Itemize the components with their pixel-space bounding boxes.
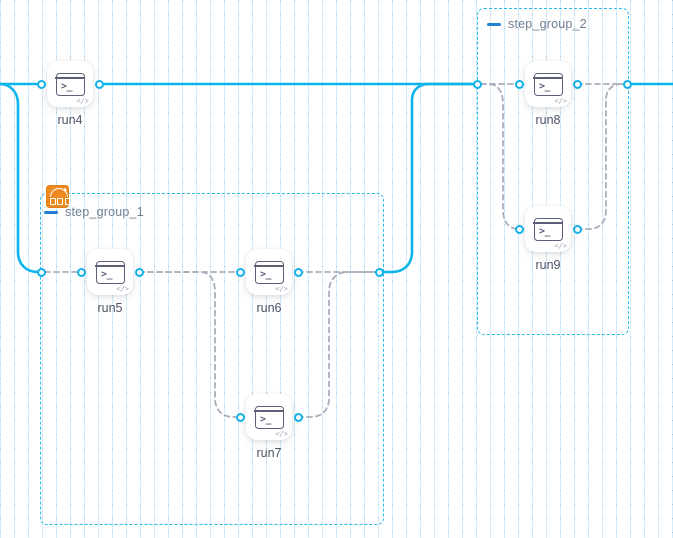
terminal-icon: >_ [54,72,86,96]
port-run9-out[interactable] [572,224,582,234]
node-run4[interactable]: >_ </> run4 [47,61,93,127]
port-run4-out[interactable] [94,79,104,89]
port-run6-out[interactable] [293,267,303,277]
code-icon: </> [554,242,567,250]
port-stepgroup1-out[interactable] [374,267,384,277]
group-step-group-1[interactable] [40,193,384,525]
port-run6-in[interactable] [235,267,245,277]
group-step-group-2[interactable] [477,8,629,335]
node-run8[interactable]: >_ </> run8 [525,61,571,127]
edge-stepgroup1-stepgroup2 [377,82,479,274]
node-run7[interactable]: >_ </> run7 [246,394,292,460]
node-run9[interactable]: >_ </> run9 [525,206,571,272]
edge-run9-sg2out [576,83,628,230]
edge-run5-run7 [138,271,241,418]
minus-icon[interactable] [487,22,501,26]
terminal-icon: >_ [532,217,564,241]
node-card[interactable]: >_ </> [87,249,133,295]
port-run8-in[interactable] [514,79,524,89]
terminal-prompt-glyph: >_ [61,80,73,92]
terminal-icon: >_ [253,405,285,429]
terminal-icon: >_ [253,260,285,284]
badge-arc [49,188,68,197]
port-run4-in[interactable] [36,79,46,89]
node-card[interactable]: >_ </> [246,249,292,295]
step-functions-badge-icon [46,185,69,208]
code-icon: </> [76,97,89,105]
node-card[interactable]: >_ </> [525,206,571,252]
node-card[interactable]: >_ </> [47,61,93,107]
node-label-run9: run9 [535,258,561,272]
code-icon: </> [116,285,129,293]
terminal-prompt-glyph: >_ [539,225,551,237]
terminal-prompt-glyph: >_ [101,268,113,280]
port-run7-out[interactable] [293,412,303,422]
code-icon: </> [275,430,288,438]
group-header-step-group-2[interactable]: step_group_2 [487,17,587,31]
node-card[interactable]: >_ </> [246,394,292,440]
group-header-step-group-1[interactable]: step_group_1 [44,205,144,219]
port-run5-out[interactable] [134,267,144,277]
node-label-run4: run4 [57,113,83,127]
terminal-icon: >_ [532,72,564,96]
edge-canvasleft-stepgroup1 [0,82,43,274]
node-run6[interactable]: >_ </> run6 [246,249,292,315]
group-label-step-group-1: step_group_1 [65,205,144,219]
port-run7-in[interactable] [235,412,245,422]
port-stepgroup1-in[interactable] [36,267,46,277]
code-icon: </> [554,97,567,105]
terminal-prompt-glyph: >_ [260,268,272,280]
terminal-prompt-glyph: >_ [260,413,272,425]
port-run8-out[interactable] [572,79,582,89]
code-icon: </> [275,285,288,293]
node-label-run6: run6 [256,301,282,315]
badge-boxes [49,197,69,205]
terminal-icon: >_ [94,260,126,284]
edge-run7-sg1out [297,271,380,418]
port-stepgroup2-out[interactable] [622,79,632,89]
edge-sg2in-run9 [480,83,520,230]
node-label-run8: run8 [535,113,561,127]
node-run5[interactable]: >_ </> run5 [87,249,133,315]
group-label-step-group-2: step_group_2 [508,17,587,31]
terminal-prompt-glyph: >_ [539,80,551,92]
port-run9-in[interactable] [514,224,524,234]
port-run5-in[interactable] [76,267,86,277]
node-label-run5: run5 [97,301,123,315]
port-stepgroup2-in[interactable] [472,79,482,89]
node-label-run7: run7 [256,446,282,460]
node-card[interactable]: >_ </> [525,61,571,107]
minus-icon[interactable] [44,210,58,214]
